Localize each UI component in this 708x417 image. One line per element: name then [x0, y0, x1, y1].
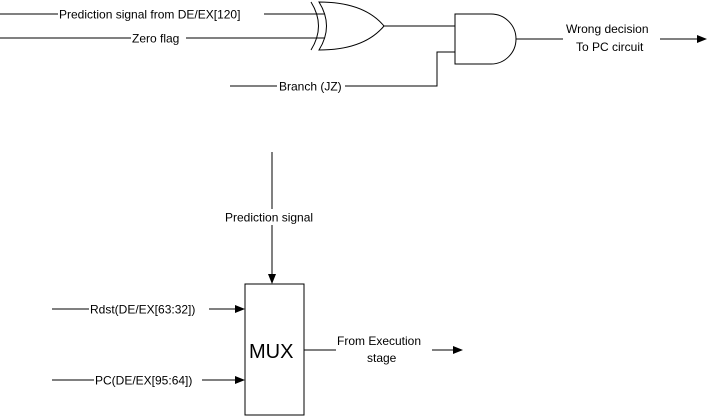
branch-label: Branch (JZ): [279, 80, 342, 94]
zero-flag-label: Zero flag: [132, 32, 179, 46]
pc-arrowhead: [235, 376, 245, 384]
rdst-arrowhead: [235, 305, 245, 313]
mux-select-label: Prediction signal: [225, 211, 313, 225]
wrong-decision-label: Wrong decision: [566, 22, 649, 36]
stage-label: stage: [367, 351, 397, 365]
mux-block: [244, 283, 305, 416]
pc-label: PC(DE/EX[95:64]): [95, 374, 192, 388]
to-pc-circuit-label: To PC circuit: [576, 40, 644, 54]
mux-block-label: MUX: [249, 341, 293, 363]
and-gate: [454, 13, 517, 65]
from-execution-label: From Execution: [337, 334, 421, 348]
mux-select-arrowhead: [268, 274, 276, 284]
wrong-decision-arrowhead: [697, 35, 707, 43]
xor-gate: [310, 1, 385, 51]
prediction-signal-label: Prediction signal from DE/EX[120]: [59, 8, 240, 22]
rdst-label: Rdst(DE/EX[63:32]): [90, 303, 195, 317]
mux-output-arrowhead: [453, 346, 463, 354]
